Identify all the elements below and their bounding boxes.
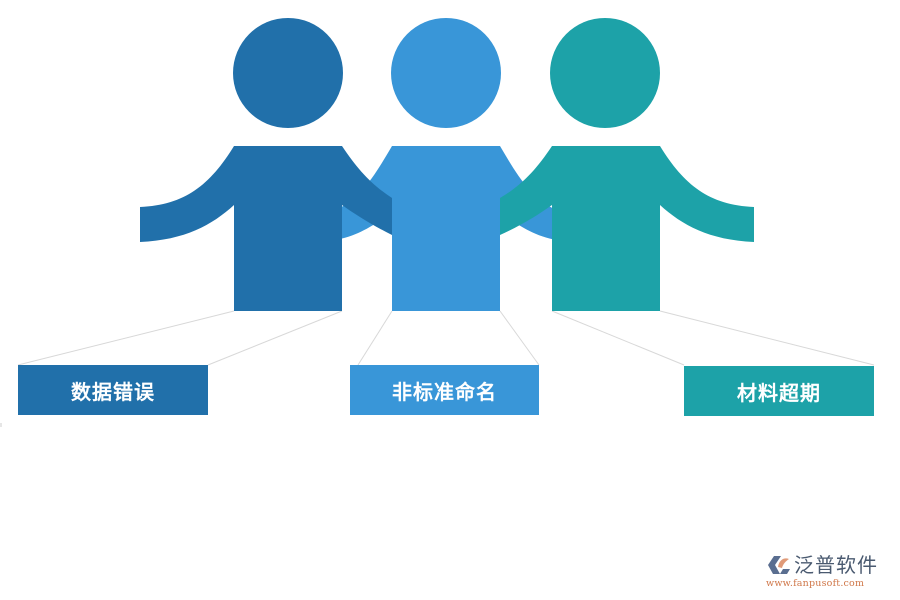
person-left [140,18,392,311]
label-data-error-text: 数据错误 [71,379,155,404]
arm-right-outer [660,146,754,242]
head-left [233,18,343,128]
connector-lines [17,310,875,366]
arm-right-inner [500,146,552,235]
torso-middle [392,146,500,311]
fanpu-logo-icon [768,556,790,574]
label-nonstandard-naming: 非标准命名 [350,365,539,415]
label-material-overdue-text: 材料超期 [737,380,821,405]
brand-url: www.fanpusoft.com [766,578,865,589]
label-nonstandard-naming-text: 非标准命名 [392,379,497,404]
head-right [550,18,660,128]
head-middle [391,18,501,128]
arm-left-outer [140,146,234,242]
label-material-overdue: 材料超期 [684,366,874,416]
person-middle [335,18,557,311]
torso-left [234,146,342,311]
torso-right [552,146,660,311]
brand-name: 泛普软件 [794,553,878,577]
arm-left-inner [342,146,392,235]
watermark-logo: 泛普软件 www.fanpusoft.com [766,553,896,593]
person-right [500,18,754,311]
label-data-error: 数据错误 [18,365,208,415]
